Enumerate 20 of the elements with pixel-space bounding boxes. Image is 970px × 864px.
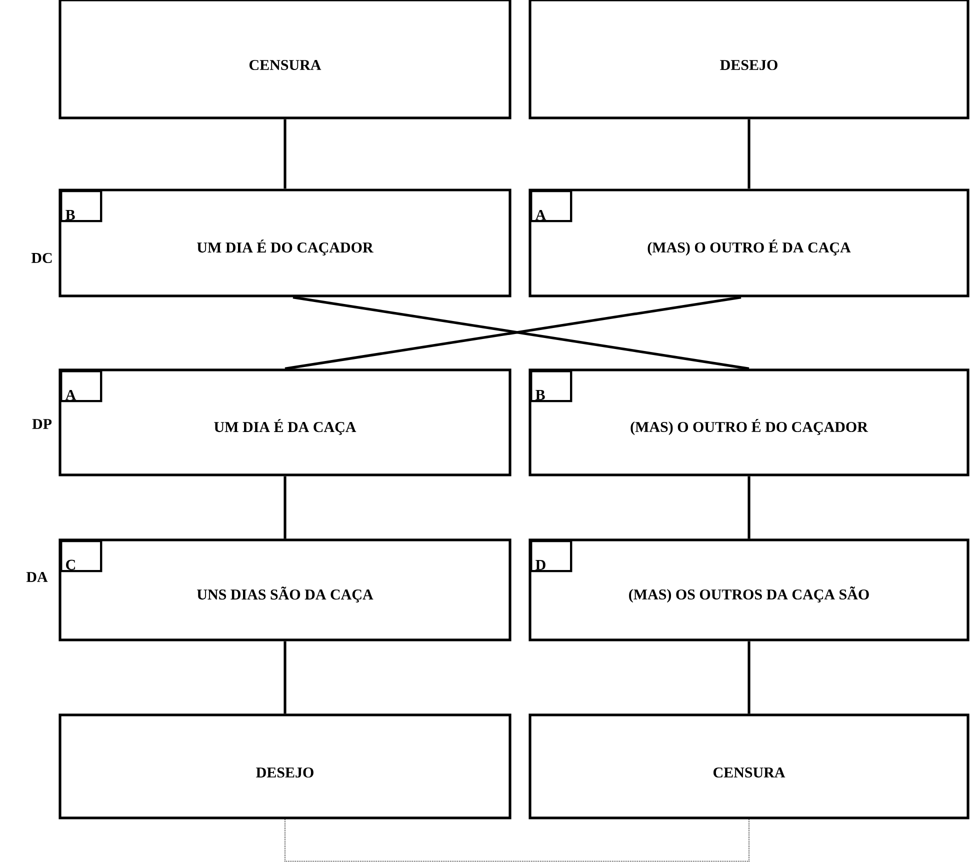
connector-line <box>748 476 750 539</box>
corner-tab: A <box>60 370 102 402</box>
connector-line <box>748 641 750 714</box>
corner-tab: B <box>60 190 102 222</box>
dotted-connector <box>284 818 750 862</box>
connector-line <box>284 476 286 539</box>
row-label: DP <box>32 419 52 429</box>
corner-tab: B <box>530 370 572 402</box>
text-box: DESEJO <box>528 0 970 120</box>
row-label: DC <box>31 252 52 264</box>
connector-line <box>284 641 286 714</box>
row-label: DA <box>26 572 48 582</box>
corner-tab: C <box>60 540 102 572</box>
text-box: DESEJO <box>58 714 512 820</box>
corner-tab: A <box>530 190 572 222</box>
text-box: CENSURA <box>58 0 512 120</box>
connector-line <box>284 119 286 189</box>
corner-tab: D <box>530 540 572 572</box>
connector-line <box>748 119 750 189</box>
text-box: CENSURA <box>528 714 970 820</box>
